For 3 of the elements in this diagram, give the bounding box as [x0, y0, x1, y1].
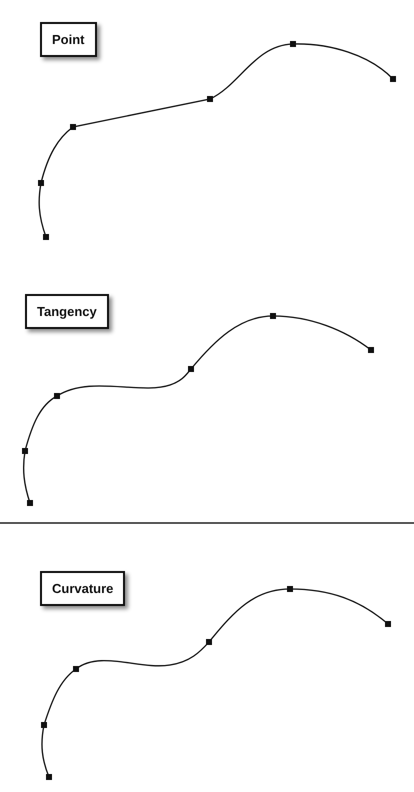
label-box: Point: [40, 22, 96, 57]
label-box: Tangency: [25, 294, 109, 329]
label-box: Curvature: [40, 571, 126, 606]
